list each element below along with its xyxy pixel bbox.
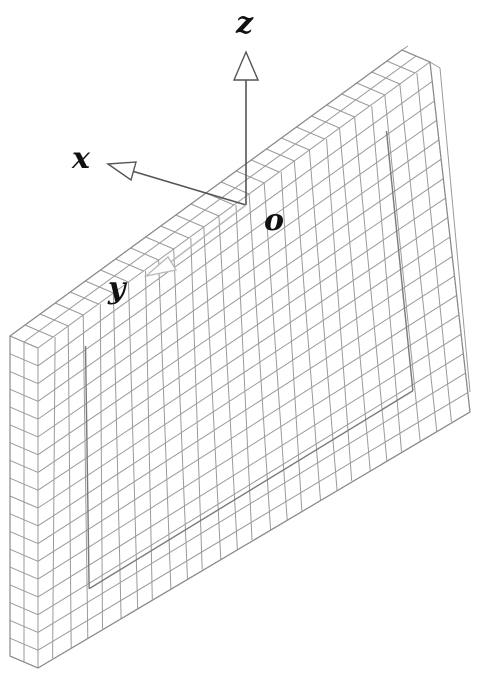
mesh-front-horizontal-line: [37, 236, 451, 509]
mesh-top-depth-line: [220, 181, 250, 195]
mesh-top-depth-line: [356, 82, 385, 96]
mesh-top-depth-line: [190, 203, 220, 217]
y-axis-arrow-icon: [143, 255, 178, 278]
mesh-left-depth-line: [9, 459, 39, 473]
mesh-front-horizontal-line: [37, 353, 464, 616]
coordinate-axes: z x y o: [71, 6, 284, 306]
mesh-right-edge-line: [429, 61, 441, 69]
mesh-top-depth-line: [40, 313, 69, 327]
mesh-left-depth-line: [9, 442, 39, 456]
mesh-top-depth-line: [236, 170, 265, 184]
mesh-front-horizontal-line: [37, 392, 469, 651]
mesh-left-depth-line: [9, 424, 39, 438]
z-axis-label: z: [235, 6, 254, 41]
mesh-left-depth-line: [9, 602, 39, 616]
mesh-top-depth-line: [341, 93, 370, 107]
mesh-front-horizontal-line: [37, 178, 444, 456]
y-axis-line: [167, 204, 247, 265]
mesh-front-horizontal-line: [37, 100, 435, 385]
mesh-top-depth-line: [311, 115, 340, 129]
mesh-top-depth-line: [24, 324, 54, 338]
mesh-top-depth-line: [386, 60, 416, 74]
mesh-inner-wall-line: [385, 130, 414, 391]
mesh-left-depth-line: [9, 513, 39, 527]
wireframe-mesh-box: [9, 45, 471, 669]
mesh-front-horizontal-line: [37, 275, 455, 545]
mesh-front-horizontal-line: [37, 158, 442, 438]
mesh-front-horizontal-line: [37, 119, 437, 402]
mesh-front-horizontal-line: [37, 314, 460, 580]
mesh-right-edge-line: [439, 67, 471, 393]
x-axis-label: x: [71, 141, 91, 176]
mesh-left-depth-line: [9, 335, 39, 349]
mesh-top-depth-line: [266, 148, 295, 162]
mesh-top-depth-line: [371, 71, 400, 85]
mesh-outline: [9, 49, 471, 669]
mesh-front-horizontal-line: [37, 294, 457, 562]
mesh-left-depth-line: [9, 637, 39, 651]
mesh-inner-wall-line: [88, 390, 414, 590]
mesh-front-horizontal-line: [37, 333, 462, 598]
mesh-top-depth-line: [55, 302, 84, 316]
mesh-left-depth-line: [9, 531, 39, 545]
mesh-front-horizontal-line: [37, 80, 433, 367]
mesh-top-depth-line: [175, 214, 204, 228]
origin-label: o: [264, 203, 284, 238]
mesh-left-depth-line: [9, 353, 39, 367]
mesh-top-depth-line: [70, 291, 99, 305]
mesh-left-depth-line: [9, 406, 39, 420]
mesh-front-horizontal-line: [37, 255, 453, 527]
mesh-top-depth-line: [160, 225, 189, 239]
z-axis-arrow-icon: [232, 50, 260, 81]
mesh-top-depth-line: [100, 269, 129, 283]
x-axis-arrow-icon: [105, 161, 137, 182]
mesh-top-depth-line: [251, 159, 280, 173]
mesh-top-depth-line: [326, 104, 355, 118]
mesh-front-horizontal-line: [37, 217, 449, 491]
mesh-top-depth-line: [115, 258, 144, 272]
mesh-left-depth-line: [9, 584, 39, 598]
mesh-left-depth-line: [9, 388, 39, 402]
mesh-front-horizontal-line: [37, 139, 440, 420]
mesh-front-horizontal-line: [37, 197, 446, 473]
mesh-left-depth-line: [9, 619, 39, 633]
mesh-top-depth-line: [130, 247, 159, 261]
mesh-top-depth-line: [296, 126, 325, 140]
mesh-left-depth-line: [9, 495, 39, 509]
mesh-back-corner-line: [401, 45, 409, 51]
mesh-top-depth-line: [281, 137, 310, 151]
mesh-left-depth-line: [9, 371, 39, 385]
x-axis-line: [131, 170, 247, 206]
mesh-top-depth-line: [85, 280, 114, 294]
y-axis-label: y: [107, 271, 128, 306]
mesh-left-depth-line: [9, 548, 39, 562]
mesh-left-depth-line: [9, 566, 39, 580]
mesh-inner-wall-line: [84, 346, 90, 589]
mesh-left-depth-line: [9, 477, 39, 491]
mesh-front-horizontal-line: [37, 372, 466, 633]
mesh-top-depth-line: [145, 236, 174, 250]
